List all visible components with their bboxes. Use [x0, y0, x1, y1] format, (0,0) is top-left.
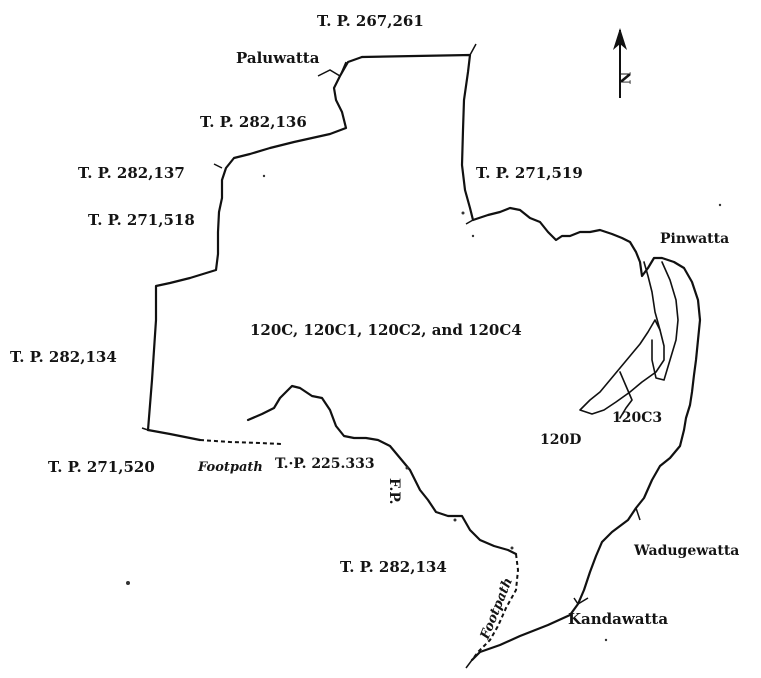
label-lot-120c3: 120C3	[612, 410, 662, 426]
tick-marks	[141, 43, 641, 669]
label-paluwatta: Paluwatta	[236, 49, 320, 67]
survey-mark	[461, 211, 465, 215]
survey-mark	[471, 234, 475, 238]
lot-120c3-inner	[643, 261, 679, 381]
footpath-south-line	[471, 553, 520, 661]
speck	[126, 581, 130, 585]
speck	[262, 174, 266, 178]
footpath-west-line	[199, 439, 283, 445]
southern-inner-boundary	[246, 384, 518, 556]
label-kandawatta: Kandawatta	[568, 610, 668, 628]
label-tp-271519: T. P. 271,519	[476, 164, 583, 182]
parcel-boundary	[360, 53, 702, 662]
label-lot-120d: 120D	[540, 432, 581, 448]
label-wadugewatta: Wadugewatta	[633, 543, 739, 559]
label-lot-main: 120C, 120C1, 120C2, and 120C4	[250, 321, 522, 339]
north-arrow-letter: N	[616, 72, 632, 85]
label-tp-282136: T. P. 282,136	[200, 113, 307, 131]
west-boundary	[146, 55, 364, 432]
south-west-boundary	[146, 428, 202, 442]
label-fp: F.P.	[386, 478, 402, 505]
speck	[718, 203, 722, 207]
north-arrow-icon: N	[613, 28, 632, 98]
label-tp-271518: T. P. 271,518	[88, 211, 195, 229]
label-footpath-west: Footpath	[197, 460, 263, 475]
label-tp-225333: T.·P. 225.333	[275, 456, 375, 472]
label-footpath-south: Footpath	[477, 576, 516, 643]
survey-mark	[453, 518, 457, 522]
label-tp-282134-west: T. P. 282,134	[10, 348, 117, 366]
speck	[604, 638, 608, 642]
survey-mark	[405, 466, 409, 470]
lot-120c3-outline	[579, 319, 665, 415]
label-tp-282134-south: T. P. 282,134	[340, 558, 447, 576]
lot-120d-line	[619, 371, 633, 419]
label-tp-271520: T. P. 271,520	[48, 458, 155, 476]
label-pinwatta: Pinwatta	[660, 231, 729, 247]
label-tp-282137: T. P. 282,137	[78, 164, 185, 182]
label-tp-267261: T. P. 267,261	[317, 12, 424, 30]
survey-mark	[510, 546, 514, 550]
